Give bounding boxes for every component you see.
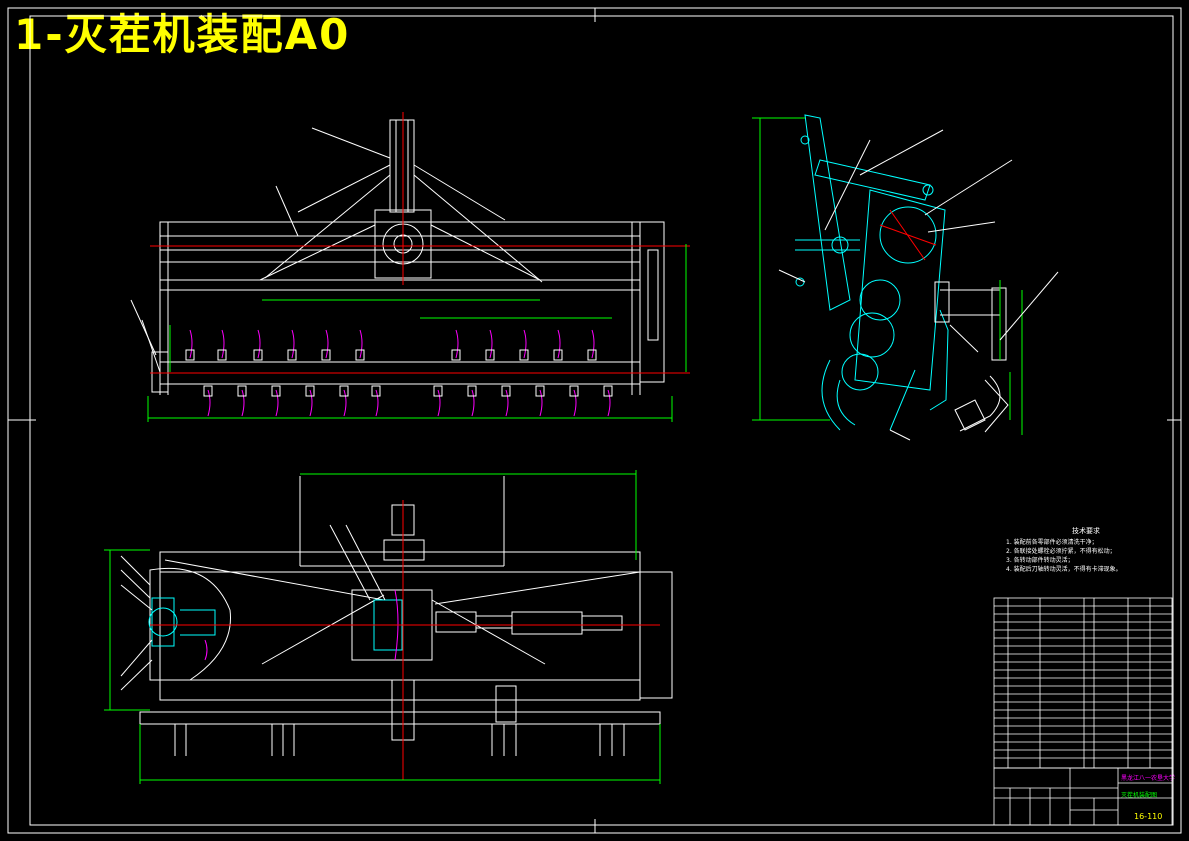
title-block-school: 黑龙江八一农垦大学 — [1121, 775, 1176, 782]
tech-req-heading: 技术要求 — [1072, 527, 1100, 535]
drawing-title: 1-灭茬机装配A0 — [14, 10, 351, 59]
top-view — [104, 470, 673, 784]
tech-req-item: 2. 各联接处螺栓必须拧紧，不得有松动； — [1006, 548, 1116, 555]
front-view — [130, 112, 690, 422]
sheet-border — [7, 7, 1182, 834]
parts-list — [993, 597, 1173, 769]
tech-req-item: 1. 装配前各零部件必须清洗干净； — [1006, 539, 1098, 546]
tech-req-item: 4. 装配后刀轴转动灵活，不得有卡滞现象。 — [1006, 566, 1122, 573]
title-block-drawing-name: 灭茬机装配图 — [1121, 792, 1158, 799]
side-view — [752, 114, 1059, 441]
title-block-drawing-no: 16-110 — [1134, 812, 1163, 821]
tech-req-item: 3. 各转动部件转动灵活； — [1006, 557, 1074, 564]
title-block — [993, 767, 1173, 826]
